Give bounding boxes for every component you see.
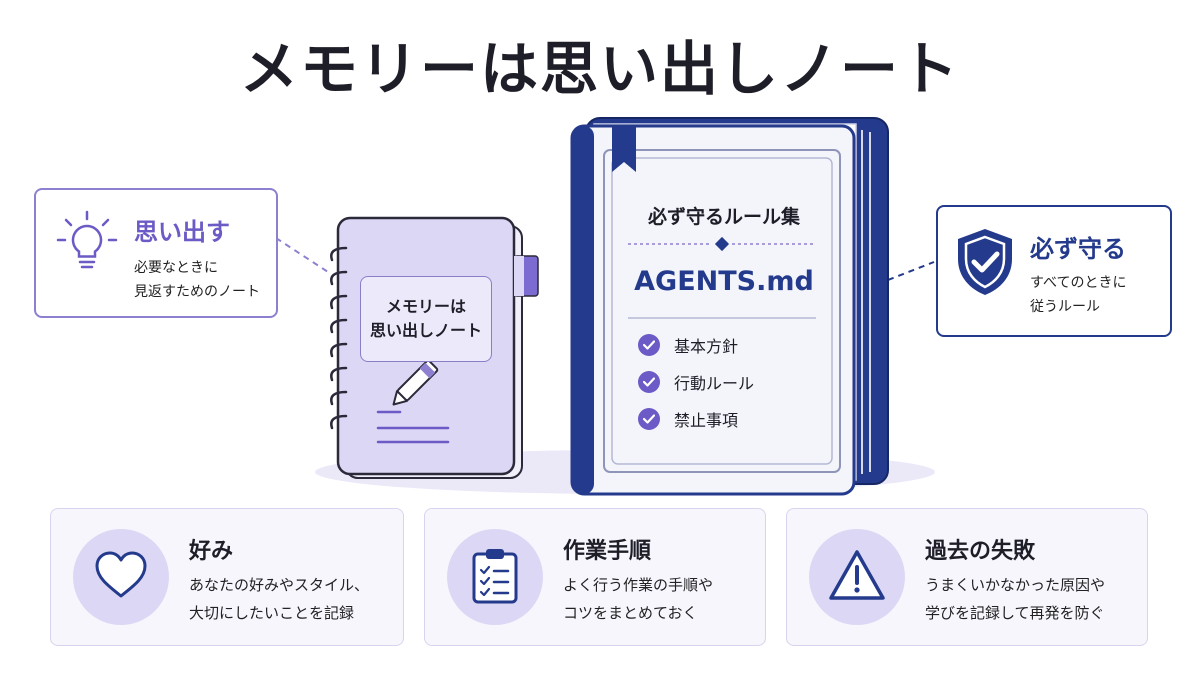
notebook-label-line1: メモリーは <box>385 297 466 316</box>
bookmark-ribbon <box>612 126 636 172</box>
clipboard-checklist-icon <box>470 546 520 608</box>
card-desc-line1: うまくいかなかった原因や <box>925 576 1106 594</box>
remember-description: 必要なときに 見返すためのノート <box>134 256 260 304</box>
card-title: 過去の失敗 <box>925 539 1036 564</box>
card-desc-line1: よく行う作業の手順や <box>563 576 714 594</box>
card-description: よく行う作業の手順や コツをまとめておく <box>563 571 713 627</box>
rulebook-filename: AGENTS.md <box>634 266 814 297</box>
rulebook-item-label: 基本方針 <box>674 337 739 356</box>
rulebook-title: 必ず守るルール集 <box>647 206 800 228</box>
remember-desc-line2: 見返すためのノート <box>134 284 260 300</box>
card-description: あなたの好みやスタイル、 大切にしたいことを記録 <box>189 571 369 627</box>
rulebook-item: 禁止事項 <box>638 405 738 433</box>
must-follow-description: すべてのときに 従うルール <box>1030 271 1126 319</box>
right-connector-line <box>887 261 935 281</box>
card-description: うまくいかなかった原因や 学びを記録して再発を防ぐ <box>925 571 1105 627</box>
card-desc-line2: 大切にしたいことを記録 <box>189 604 355 622</box>
card-desc-line2: コツをまとめておく <box>563 604 698 622</box>
shield-check-icon <box>952 225 1018 303</box>
preferences-card: 好み あなたの好みやスタイル、 大切にしたいことを記録 <box>50 508 404 646</box>
card-icon-circle <box>809 529 905 625</box>
rulebook-item: 基本方針 <box>638 331 738 359</box>
heart-icon <box>93 550 149 604</box>
rulebook-illustration <box>570 117 889 496</box>
spiral-rings <box>330 246 348 430</box>
procedures-card: 作業手順 よく行う作業の手順や コツをまとめておく <box>424 508 766 646</box>
check-circle-icon <box>638 408 660 430</box>
remember-heading: 思い出す <box>134 218 230 246</box>
must-follow-desc-line1: すべてのときに <box>1030 275 1127 291</box>
warning-icon <box>827 548 887 606</box>
must-follow-desc-line2: 従うルール <box>1030 299 1100 315</box>
card-title: 作業手順 <box>563 539 652 564</box>
check-circle-icon <box>638 371 660 393</box>
page-title: メモリーは思い出しノート <box>239 35 960 103</box>
rulebook-item: 行動ルール <box>638 368 754 396</box>
left-connector-line <box>275 237 329 273</box>
check-circle-icon <box>638 334 660 356</box>
card-icon-circle <box>447 529 543 625</box>
notebook-label: メモリーは 思い出しノート <box>360 276 492 362</box>
must-follow-callout: 必ず守る すべてのときに 従うルール <box>936 205 1172 337</box>
notebook-label-line2: 思い出しノート <box>369 321 482 340</box>
past-failures-card: 過去の失敗 うまくいかなかった原因や 学びを記録して再発を防ぐ <box>786 508 1148 646</box>
card-desc-line1: あなたの好みやスタイル、 <box>189 576 370 594</box>
card-icon-circle <box>73 529 169 625</box>
rulebook-item-label: 禁止事項 <box>674 411 739 430</box>
remember-desc-line1: 必要なときに <box>134 260 218 276</box>
lightbulb-icon <box>52 206 122 280</box>
pencil-icon <box>392 359 439 406</box>
card-desc-line2: 学びを記録して再発を防ぐ <box>925 604 1105 622</box>
card-title: 好み <box>189 539 234 564</box>
remember-callout: 思い出す 必要なときに 見返すためのノート <box>34 188 278 318</box>
must-follow-heading: 必ず守る <box>1030 235 1126 263</box>
rulebook-item-label: 行動ルール <box>674 374 755 393</box>
